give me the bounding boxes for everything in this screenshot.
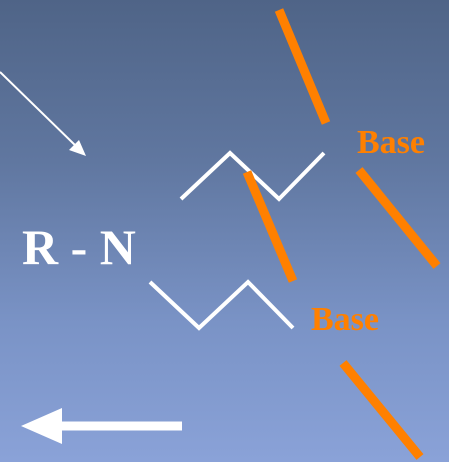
base-bond-top: [274, 8, 331, 125]
base-bond-middle: [242, 170, 298, 283]
base-label-top: Base: [357, 124, 425, 161]
lower-alkyl-chain: [148, 279, 295, 331]
amine-formula-label: R - N: [22, 219, 136, 275]
base-bond-right: [355, 167, 441, 269]
left-arrow-head: [21, 408, 62, 444]
base-label-bottom: Base: [311, 301, 379, 338]
upper-alkyl-chain: [179, 150, 326, 202]
diagonal-arrow-line: [0, 71, 79, 149]
diagonal-arrow-head: [69, 140, 86, 156]
base-bond-bottom: [339, 360, 424, 460]
